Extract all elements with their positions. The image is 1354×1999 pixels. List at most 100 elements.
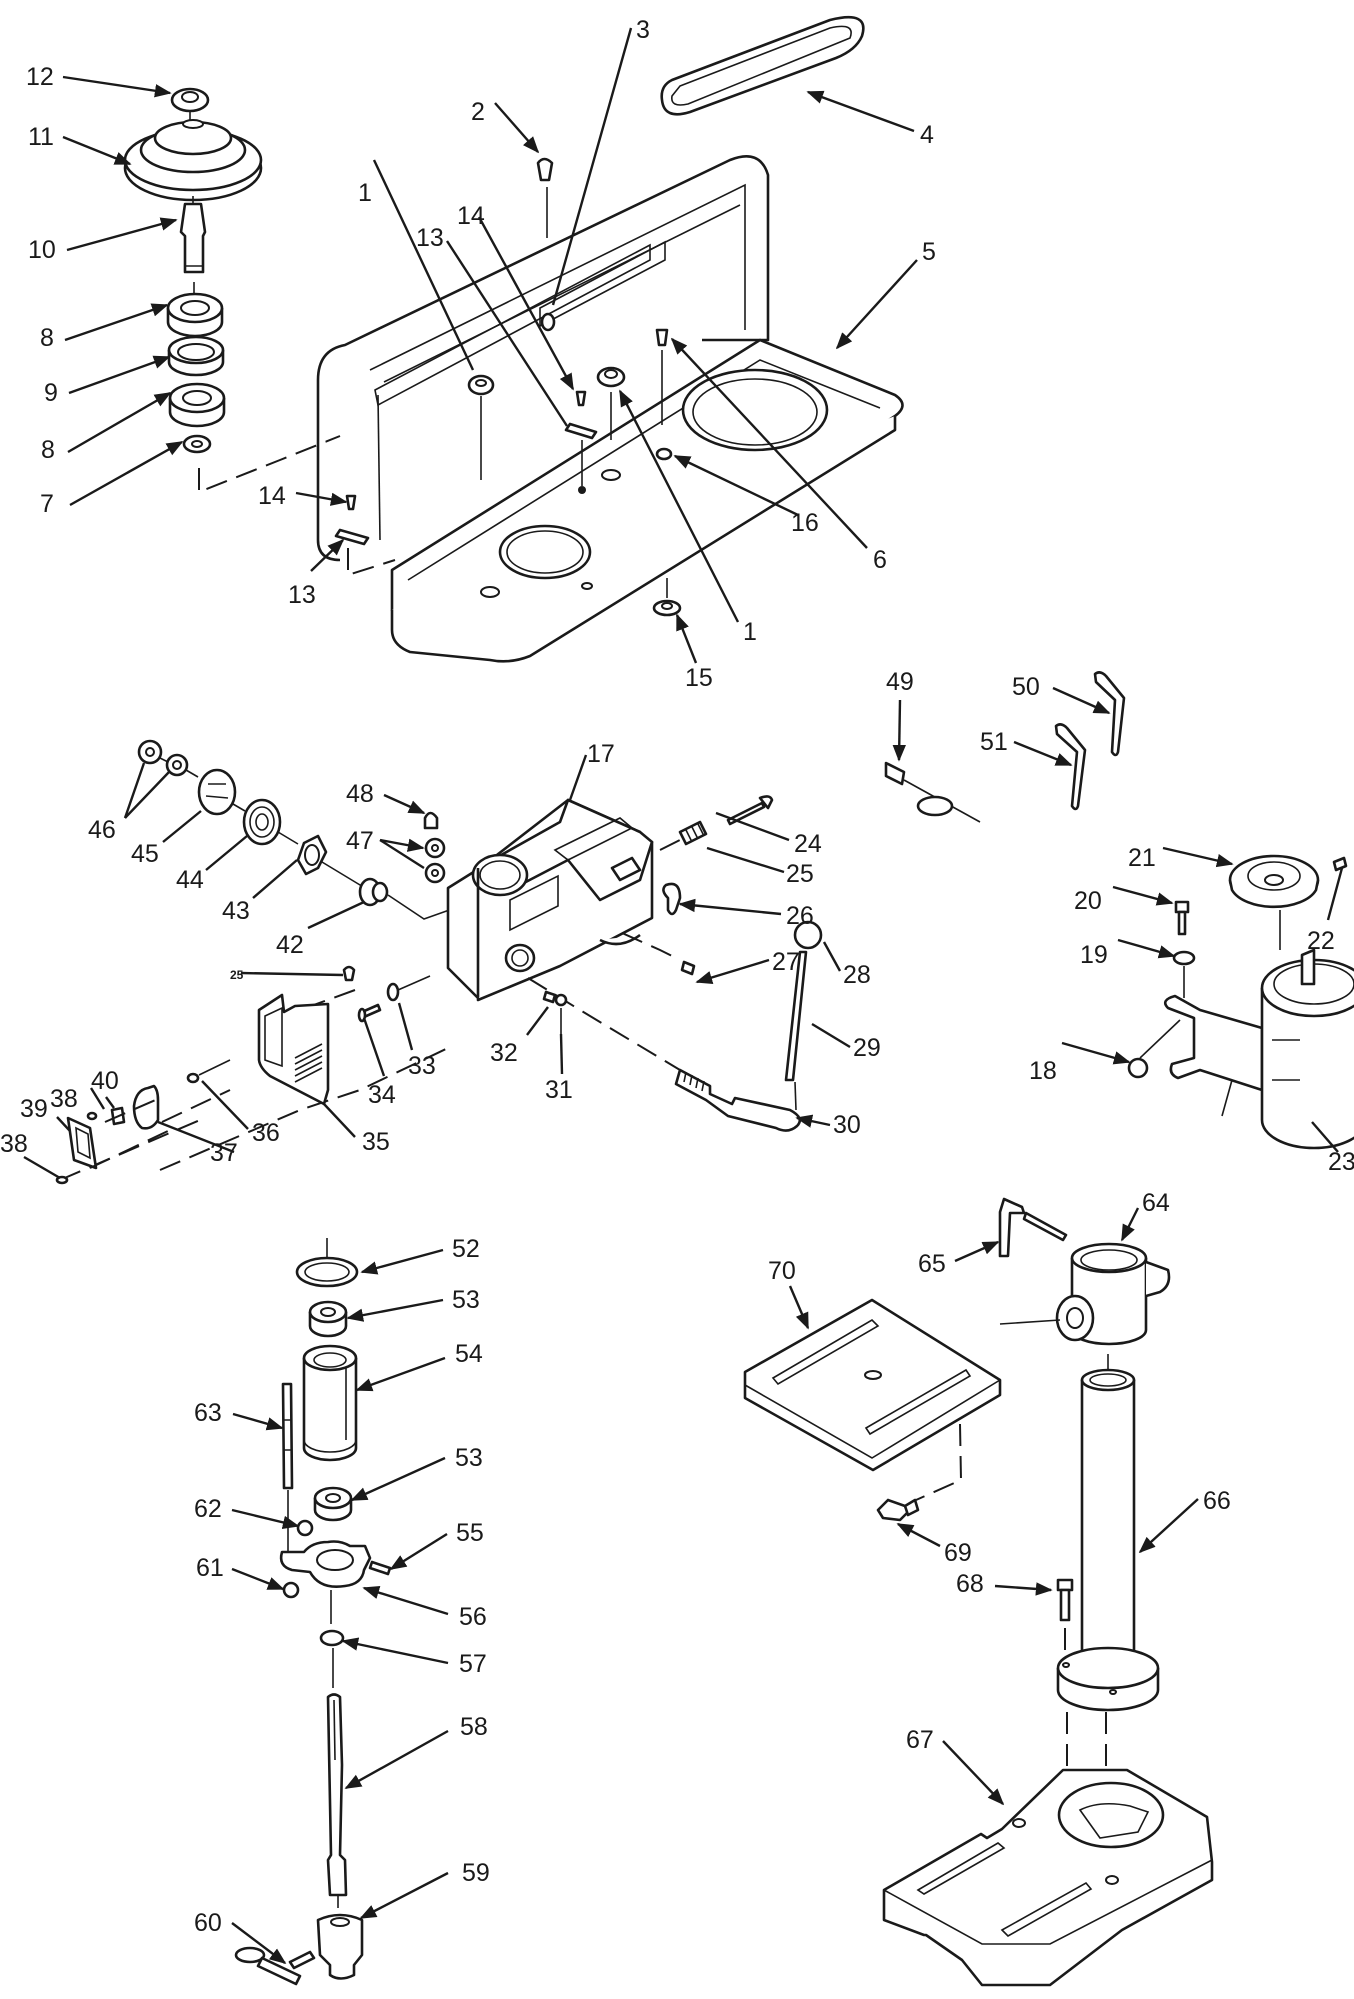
callout-39: 39 — [20, 1095, 48, 1123]
part-69-table-bolt — [876, 1498, 920, 1522]
callout-40: 40 — [91, 1067, 119, 1095]
callout-36: 36 — [252, 1119, 280, 1147]
callout-32: 32 — [490, 1039, 518, 1067]
part-62-nut — [296, 1519, 314, 1537]
part-23-motor — [1163, 948, 1354, 1150]
callout-28: 28 — [843, 961, 871, 989]
part-51-hex-key — [1054, 723, 1087, 811]
callout-21: 21 — [1128, 844, 1156, 872]
callout-26: 26 — [786, 902, 814, 930]
callout-14: 14 — [258, 482, 286, 510]
part-8-bearing-upper — [166, 292, 224, 338]
callout-45: 45 — [131, 840, 159, 868]
part-53-bearing-upper — [308, 1300, 348, 1338]
callout-18: 18 — [1029, 1057, 1057, 1085]
callout-20: 20 — [1074, 887, 1102, 915]
callout-24: 24 — [794, 830, 822, 858]
callout-68: 68 — [956, 1570, 984, 1598]
part-28-ball-knob — [793, 920, 823, 950]
part-8-bearing-lower — [168, 382, 226, 428]
callout-44: 44 — [176, 866, 204, 894]
callout-19: 19 — [1080, 941, 1108, 969]
part-38-screw-upper — [86, 1111, 98, 1121]
part-32-set-screw — [542, 990, 557, 1004]
part-25-spring — [678, 820, 708, 846]
callout-48: 48 — [346, 780, 374, 808]
callout-15: 15 — [685, 664, 713, 692]
callout-69: 69 — [944, 1539, 972, 1567]
callout-25-small: 25 — [230, 968, 244, 982]
callout-33: 33 — [408, 1052, 436, 1080]
part-47-nuts — [424, 837, 446, 884]
part-70-table — [743, 1298, 1002, 1472]
callout-54: 54 — [455, 1340, 483, 1368]
callout-8: 8 — [40, 324, 54, 352]
part-42-bushing — [358, 877, 389, 907]
callout-2: 2 — [471, 98, 485, 126]
part-68-bolt — [1056, 1578, 1074, 1622]
part-18-nut — [1127, 1057, 1149, 1079]
part-34-screw — [357, 1003, 382, 1023]
callout-37: 37 — [210, 1139, 238, 1167]
part-43-spring-plate — [296, 834, 328, 876]
part-60-chuck-key — [234, 1946, 316, 1986]
part-30-pinion-shaft — [674, 1068, 802, 1132]
part-1-knob-left — [467, 374, 495, 396]
callout-51: 51 — [980, 728, 1008, 756]
part-29-handle-rod — [784, 950, 808, 1082]
callout-31: 31 — [545, 1076, 573, 1104]
callout-35: 35 — [362, 1128, 390, 1156]
callout-38: 38 — [0, 1130, 28, 1158]
part-5-belt-guard — [316, 155, 904, 663]
part-9-spacer-ring — [167, 335, 225, 377]
part-44-torsion-spring — [242, 798, 282, 846]
motor-assembly — [884, 671, 1354, 1150]
part-55-screw — [368, 1560, 392, 1576]
part-16-clip — [655, 447, 673, 461]
callout-25: 25 — [786, 860, 814, 888]
callout-65: 65 — [918, 1250, 946, 1278]
callout-55: 55 — [456, 1519, 484, 1547]
part-10-spindle-taper — [179, 202, 207, 274]
callout-8: 8 — [41, 436, 55, 464]
part-25-small-screw — [342, 965, 356, 982]
part-64-table-bracket — [1055, 1242, 1171, 1346]
callout-5: 5 — [922, 238, 936, 266]
callout-23: 23 — [1328, 1148, 1354, 1176]
part-2-plug — [536, 157, 554, 182]
part-21-motor-pulley — [1228, 854, 1320, 909]
part-4-v-belt — [660, 15, 865, 116]
callout-46: 46 — [88, 816, 116, 844]
part-48-clip — [423, 811, 439, 830]
callout-70: 70 — [768, 1257, 796, 1285]
callout-42: 42 — [276, 931, 304, 959]
callout-3: 3 — [636, 16, 650, 44]
callout-59: 59 — [462, 1859, 490, 1887]
callout-6: 6 — [873, 546, 887, 574]
callout-50: 50 — [1012, 673, 1040, 701]
callout-27: 27 — [772, 948, 800, 976]
part-54-quill — [302, 1344, 358, 1462]
part-39-switch-plate — [66, 1116, 98, 1170]
callout-52: 52 — [452, 1235, 480, 1263]
callout-43: 43 — [222, 897, 250, 925]
part-50-hex-key — [1093, 671, 1126, 757]
callout-14: 14 — [457, 202, 485, 230]
part-45-spring-cover — [197, 768, 237, 816]
callout-57: 57 — [459, 1650, 487, 1678]
callout-53: 53 — [452, 1286, 480, 1314]
part-67-base — [882, 1768, 1214, 1987]
callout-11: 11 — [28, 123, 54, 151]
callout-63: 63 — [194, 1399, 222, 1427]
callout-56: 56 — [459, 1603, 487, 1631]
callout-22: 22 — [1307, 927, 1335, 955]
belt-guard-assembly — [316, 15, 904, 663]
part-27-set-screw — [680, 960, 696, 976]
callout-13: 13 — [416, 224, 444, 252]
callout-7: 7 — [40, 490, 54, 518]
callout-30: 30 — [833, 1111, 861, 1139]
part-35-switch-box — [257, 993, 330, 1106]
part-61-nut — [282, 1581, 300, 1599]
part-26-thumb-screw — [662, 882, 682, 916]
